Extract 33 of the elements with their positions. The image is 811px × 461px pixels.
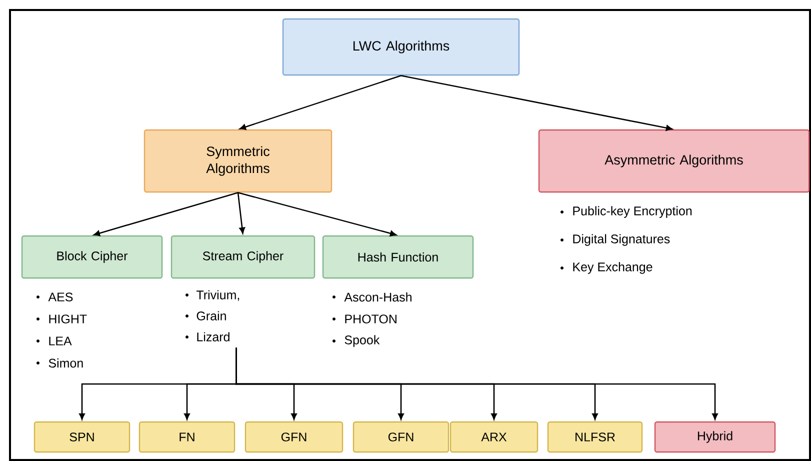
bullet-item: Ascon-Hash xyxy=(332,292,412,302)
structure-box: Hybrid xyxy=(654,421,776,453)
node-label: Lizard xyxy=(197,332,230,342)
structure-box: ARX xyxy=(450,421,538,453)
arrow xyxy=(237,192,246,234)
arrow xyxy=(236,348,718,420)
arrow xyxy=(400,74,672,131)
bullet-item: Spook xyxy=(332,335,380,347)
structure-box: GFN xyxy=(244,421,344,453)
node-label: Trivium, xyxy=(196,290,240,301)
type-box: Hash Function xyxy=(322,235,474,279)
bullet-item: Digital Signatures xyxy=(560,234,670,246)
structure-box: NLFSR xyxy=(547,421,643,453)
root-box: LWC Algorithms xyxy=(282,18,520,76)
bullet-item: Key Exchange xyxy=(560,262,652,274)
category-box: Symmetric Algorithms xyxy=(144,129,332,193)
bullet-list: Trivium, Grain Lizard xyxy=(186,290,240,342)
bullet-item: LEA xyxy=(36,336,72,346)
category-box: Asymmetric Algorithms xyxy=(538,129,810,193)
arrow xyxy=(240,74,402,130)
bullet-item: PHOTON xyxy=(332,314,396,324)
node-label: Grain xyxy=(196,311,226,320)
structure-box: GFN xyxy=(352,421,450,453)
bullet-item: Public-key Encryption xyxy=(560,206,692,218)
type-box: Block Cipher xyxy=(21,235,163,279)
bullet-item: Simon xyxy=(36,358,83,368)
structure-box: FN xyxy=(138,421,236,453)
bullet-item: HIGHT xyxy=(36,314,87,324)
type-box: Stream Cipher xyxy=(170,235,316,279)
structure-box: SPN xyxy=(34,421,130,453)
arrow xyxy=(238,192,396,236)
bullet-item: AES xyxy=(36,292,73,302)
arrow xyxy=(94,192,238,236)
